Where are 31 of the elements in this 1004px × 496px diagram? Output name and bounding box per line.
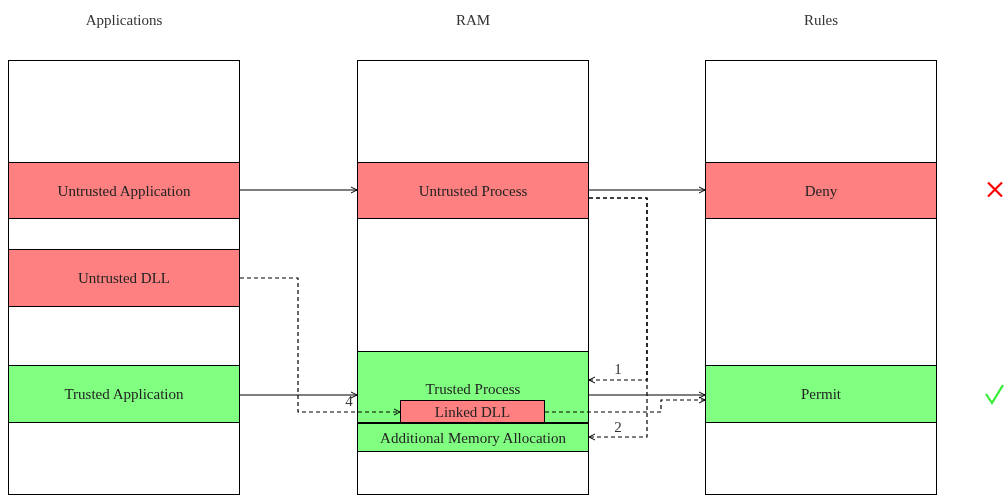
process-box bbox=[705, 162, 937, 219]
arrow bbox=[544, 396, 706, 413]
box-label: Trusted Application bbox=[63, 384, 185, 404]
box-label: Trusted Process bbox=[424, 380, 522, 399]
process-box bbox=[357, 162, 589, 219]
edge-label: 2 bbox=[613, 419, 623, 435]
box-label: Untrusted DLL bbox=[76, 268, 172, 288]
process-box bbox=[357, 351, 589, 423]
process-box bbox=[705, 365, 937, 423]
process-box bbox=[400, 400, 545, 423]
box-label: Untrusted Application bbox=[56, 181, 192, 201]
column-heading: RAM bbox=[454, 11, 492, 30]
process-box bbox=[8, 249, 240, 307]
arrow bbox=[588, 391, 706, 399]
edge-label: 1 bbox=[613, 361, 623, 377]
process-box bbox=[357, 423, 589, 452]
process-box bbox=[8, 365, 240, 423]
box-label: Linked DLL bbox=[433, 402, 512, 422]
process-box bbox=[8, 162, 240, 219]
box-label: Deny bbox=[803, 181, 839, 201]
box-label: Untrusted Process bbox=[417, 181, 529, 201]
arrow bbox=[239, 186, 358, 194]
arrow bbox=[239, 277, 401, 416]
arrow bbox=[588, 186, 706, 194]
arrow bbox=[588, 197, 648, 441]
edge-label: 4 bbox=[344, 393, 354, 409]
box-label: Additional Memory Allocation bbox=[379, 428, 567, 448]
column-heading: Rules bbox=[802, 11, 840, 30]
box-label: Permit bbox=[800, 384, 842, 404]
column-heading: Applications bbox=[84, 11, 164, 30]
arrow bbox=[239, 391, 358, 399]
